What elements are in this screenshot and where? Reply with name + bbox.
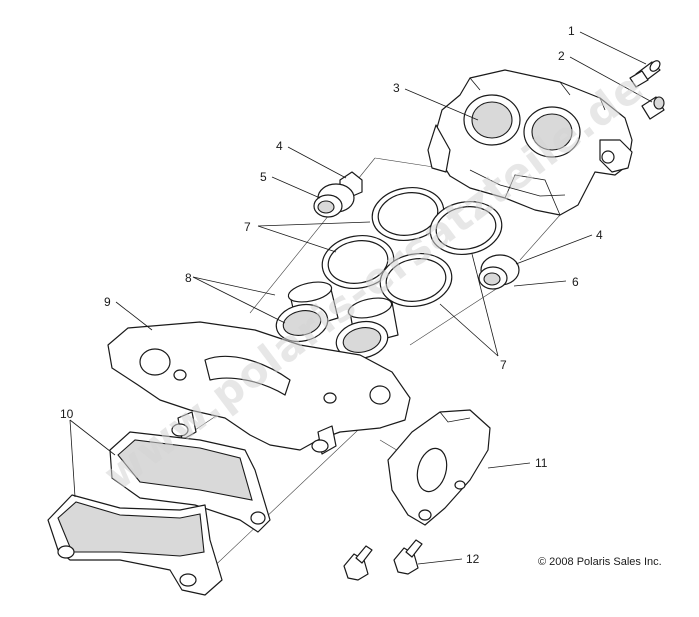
callout-1: 1 xyxy=(568,24,575,38)
pistons xyxy=(275,281,399,360)
svg-text:www.polaris-ersatzteile.de: www.polaris-ersatzteile.de xyxy=(95,62,653,500)
callout-6: 6 xyxy=(572,275,579,289)
dust-boot-right xyxy=(478,254,520,290)
callout-7b: 7 xyxy=(500,358,507,372)
mounting-bolts xyxy=(343,539,423,581)
callout-3: 3 xyxy=(393,81,400,95)
callout-9: 9 xyxy=(104,295,111,309)
pad-retainer xyxy=(387,409,491,526)
piston-seals xyxy=(321,187,503,307)
callout-8: 8 xyxy=(185,271,192,285)
callout-4: 4 xyxy=(276,139,283,153)
caliper-body xyxy=(427,69,633,216)
dust-boot-left xyxy=(313,183,355,218)
bleeder-cap xyxy=(641,96,665,120)
callout-11: 11 xyxy=(535,456,548,470)
copyright-notice: © 2008 Polaris Sales Inc. xyxy=(538,556,662,568)
bleeder-screw xyxy=(629,60,661,88)
brake-pad-outer xyxy=(47,494,223,596)
callout-2: 2 xyxy=(558,49,565,63)
callout-5: 5 xyxy=(260,170,267,184)
callout-4b: 4 xyxy=(596,228,603,242)
watermark: www.polaris-ersatzteile.de xyxy=(95,62,653,500)
caliper-bracket xyxy=(107,321,411,455)
callout-7: 7 xyxy=(244,220,251,234)
brake-pad-inner xyxy=(109,431,271,533)
callout-12: 12 xyxy=(466,552,480,566)
leader-lines xyxy=(69,31,653,565)
callout-labels: 1 2 3 4 5 7 8 9 10 4 6 7 11 12 xyxy=(60,24,603,566)
callout-10: 10 xyxy=(60,407,74,421)
